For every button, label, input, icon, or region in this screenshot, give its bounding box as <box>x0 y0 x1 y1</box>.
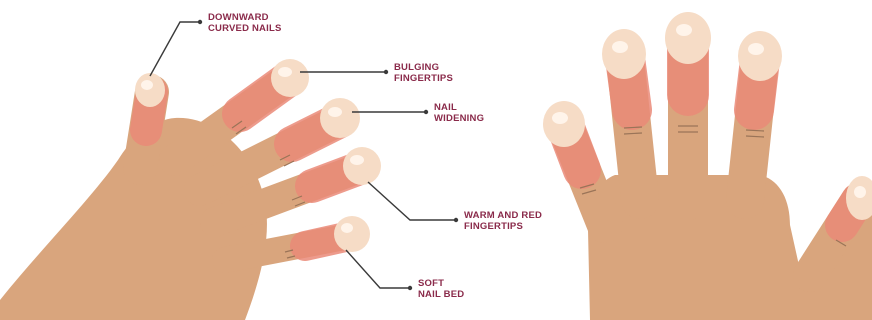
label-nail-widening: NAIL WIDENING <box>434 102 484 124</box>
right-ring-finger <box>602 29 646 200</box>
label-line: WARM AND RED <box>464 210 542 221</box>
label-line: NAIL <box>434 102 484 113</box>
right-middle-nail <box>665 12 711 64</box>
label-downward-curved-nails: DOWNWARD CURVED NAILS <box>208 12 281 34</box>
right-index-nail <box>738 31 782 81</box>
left-index-nail <box>271 59 309 97</box>
right-middle-finger <box>665 12 711 200</box>
right-ring-nail <box>602 29 646 79</box>
label-soft-nail-bed: SOFT NAIL BED <box>418 278 464 300</box>
label-line: CURVED NAILS <box>208 23 281 34</box>
left-ring-nail <box>343 147 381 185</box>
label-warm-and-red-fingertips: WARM AND RED FINGERTIPS <box>464 210 542 232</box>
label-line: SOFT <box>418 278 464 289</box>
label-line: DOWNWARD <box>208 12 281 23</box>
left-middle-nail <box>320 98 360 138</box>
label-line: WIDENING <box>434 113 484 124</box>
right-index-finger <box>738 31 782 200</box>
right-hand <box>543 12 872 320</box>
label-line: FINGERTIPS <box>394 73 453 84</box>
right-pinky-finger <box>543 101 605 225</box>
left-hand <box>0 59 381 320</box>
label-line: FINGERTIPS <box>464 221 542 232</box>
leader-warm-red-fingertips <box>368 182 456 220</box>
label-line: NAIL BED <box>418 289 464 300</box>
leader-soft-nail-bed <box>346 250 410 288</box>
label-line: BULGING <box>394 62 453 73</box>
left-thumb-nail <box>135 73 165 107</box>
leader-downward-curved-nails <box>150 22 200 76</box>
left-pinky-nail <box>334 216 370 252</box>
right-pinky-nail <box>543 101 585 147</box>
label-bulging-fingertips: BULGING FINGERTIPS <box>394 62 453 84</box>
